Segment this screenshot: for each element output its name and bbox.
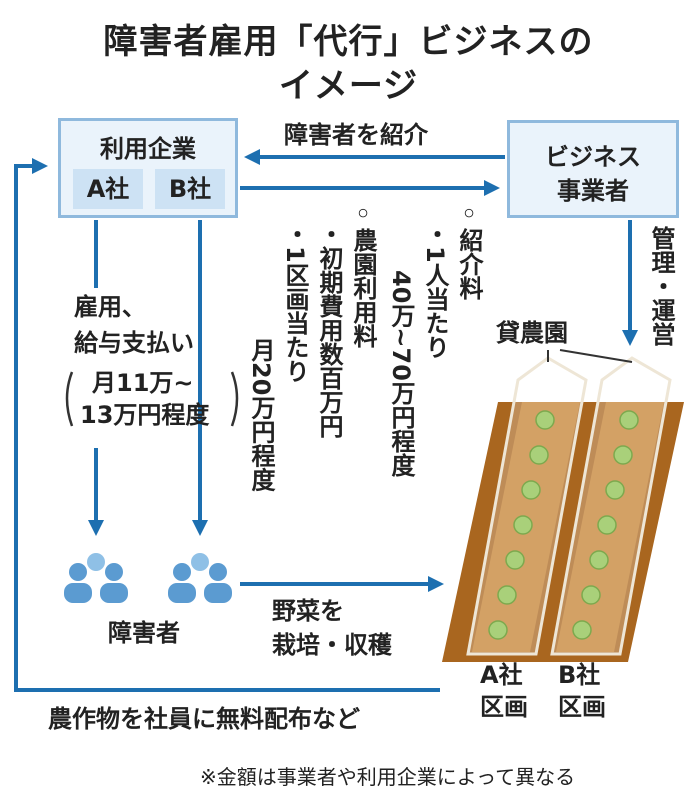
referral-fee-detail-1: ・1人当たり: [421, 222, 449, 359]
company-a-tag: A社: [73, 169, 143, 209]
farm-fee-detail-3: 月20万円程度: [247, 338, 275, 492]
crops-icons: [488, 410, 639, 640]
return-flow-arrow: [14, 158, 440, 692]
management-label: 管理・運営: [647, 226, 675, 346]
employment-label-line2: 給与支払い: [74, 329, 194, 357]
cultivate-label-line1: 野菜を: [272, 597, 344, 625]
company-b-tag: B社: [155, 169, 225, 209]
plot-b-label-line1: B社: [558, 661, 601, 689]
plot-b-label-line2: 区画: [558, 693, 606, 721]
farm-fee-detail-1: ・初期費用数百万円: [315, 222, 343, 438]
workers-group-b-icon: [168, 553, 232, 603]
rental-farm-label: 貸農園: [496, 319, 568, 347]
business-operator-box: ビジネス 事業者: [507, 120, 679, 218]
salary-range-line1: 月11万~: [92, 369, 194, 397]
employment-paren-left: [65, 371, 74, 427]
greenhouse-a-frame: [466, 356, 588, 656]
referral-fee-title: ◦紹介料: [455, 200, 483, 300]
diagram-title-line2: イメージ: [278, 66, 419, 106]
employment-label-line1: 雇用、: [74, 293, 146, 321]
farm-fee-detail-2: ・1区画当たり: [281, 222, 309, 383]
introduce-label: 障害者を紹介: [284, 121, 428, 149]
employment-paren-right: [230, 371, 239, 427]
operator-label-line2: 事業者: [557, 177, 629, 205]
operator-label-line1: ビジネス: [545, 143, 641, 171]
client-companies-box: 利用企業 A社 B社: [58, 118, 238, 218]
plot-a-label-line2: 区画: [480, 693, 528, 721]
farm-label-pointer-b: [559, 349, 633, 363]
client-companies-label: 利用企業: [100, 135, 196, 163]
workers-group-a-icon: [64, 553, 128, 603]
diagram-title-line1: 障害者雇用「代行」ビジネスの: [103, 22, 594, 62]
farm-fee-title: ◦農園利用料: [349, 200, 377, 348]
workers-label: 障害者: [108, 619, 180, 647]
footnote: ※金額は事業者や利用企業によって異なる: [200, 765, 576, 789]
cultivate-label-line2: 栽培・収穫: [272, 631, 392, 659]
salary-range-line2: 13万円程度: [80, 401, 210, 429]
plot-a-label-line1: A社: [480, 661, 523, 689]
return-flow-label: 農作物を社員に無料配布など: [48, 705, 360, 733]
referral-fee-detail-2: 40万~70万円程度: [387, 270, 415, 477]
